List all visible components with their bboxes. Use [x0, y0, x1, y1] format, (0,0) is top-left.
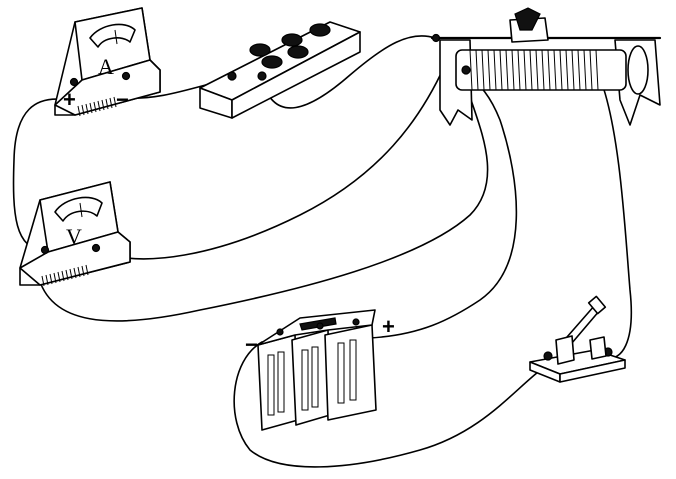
battery-cell-3	[324, 324, 377, 421]
wires	[12, 35, 632, 468]
rheostat-terminal-top-left	[431, 33, 441, 43]
wire-battery-negative-loop	[233, 341, 556, 468]
voltmeter-terminal-right	[91, 243, 101, 253]
ammeter-minus-terminal	[121, 71, 131, 81]
rheostat-terminal-left	[461, 65, 471, 75]
wire-voltmeter-to-battery	[37, 77, 489, 322]
box-terminal-left	[227, 71, 237, 81]
box-terminal-right	[257, 71, 267, 81]
wire-voltmeter-to-rheostat	[95, 64, 446, 260]
ammeter-symbol: A	[98, 54, 114, 79]
box-knobs	[249, 23, 331, 69]
battery-pack: − +	[245, 309, 395, 431]
knife-switch	[529, 295, 626, 383]
switch-terminal-left	[543, 351, 553, 361]
wire-battery-positive-to-rheostat	[369, 74, 518, 339]
rheostat	[430, 7, 662, 126]
ammeter-plus-terminal	[69, 77, 79, 87]
battery-positive-sign: +	[382, 314, 395, 339]
resistance-box	[199, 21, 361, 119]
rheostat-coil	[469, 49, 599, 91]
wire-box-to-rheostat	[261, 35, 436, 109]
ammeter: A + −	[54, 7, 161, 117]
ammeter-minus-label: −	[116, 87, 129, 112]
wire-rheostat-to-switch	[599, 77, 632, 359]
ammeter-plus-label: +	[63, 87, 76, 112]
voltmeter-scale	[41, 264, 89, 287]
voltmeter: V	[19, 181, 131, 287]
battery-cell-2	[291, 329, 331, 426]
voltmeter-terminal-left	[40, 245, 50, 255]
ammeter-scale	[77, 96, 117, 117]
wire-ammeter-plus-to-voltmeter	[12, 98, 69, 251]
voltmeter-symbol: V	[66, 224, 82, 249]
battery-negative-sign: −	[245, 332, 258, 357]
